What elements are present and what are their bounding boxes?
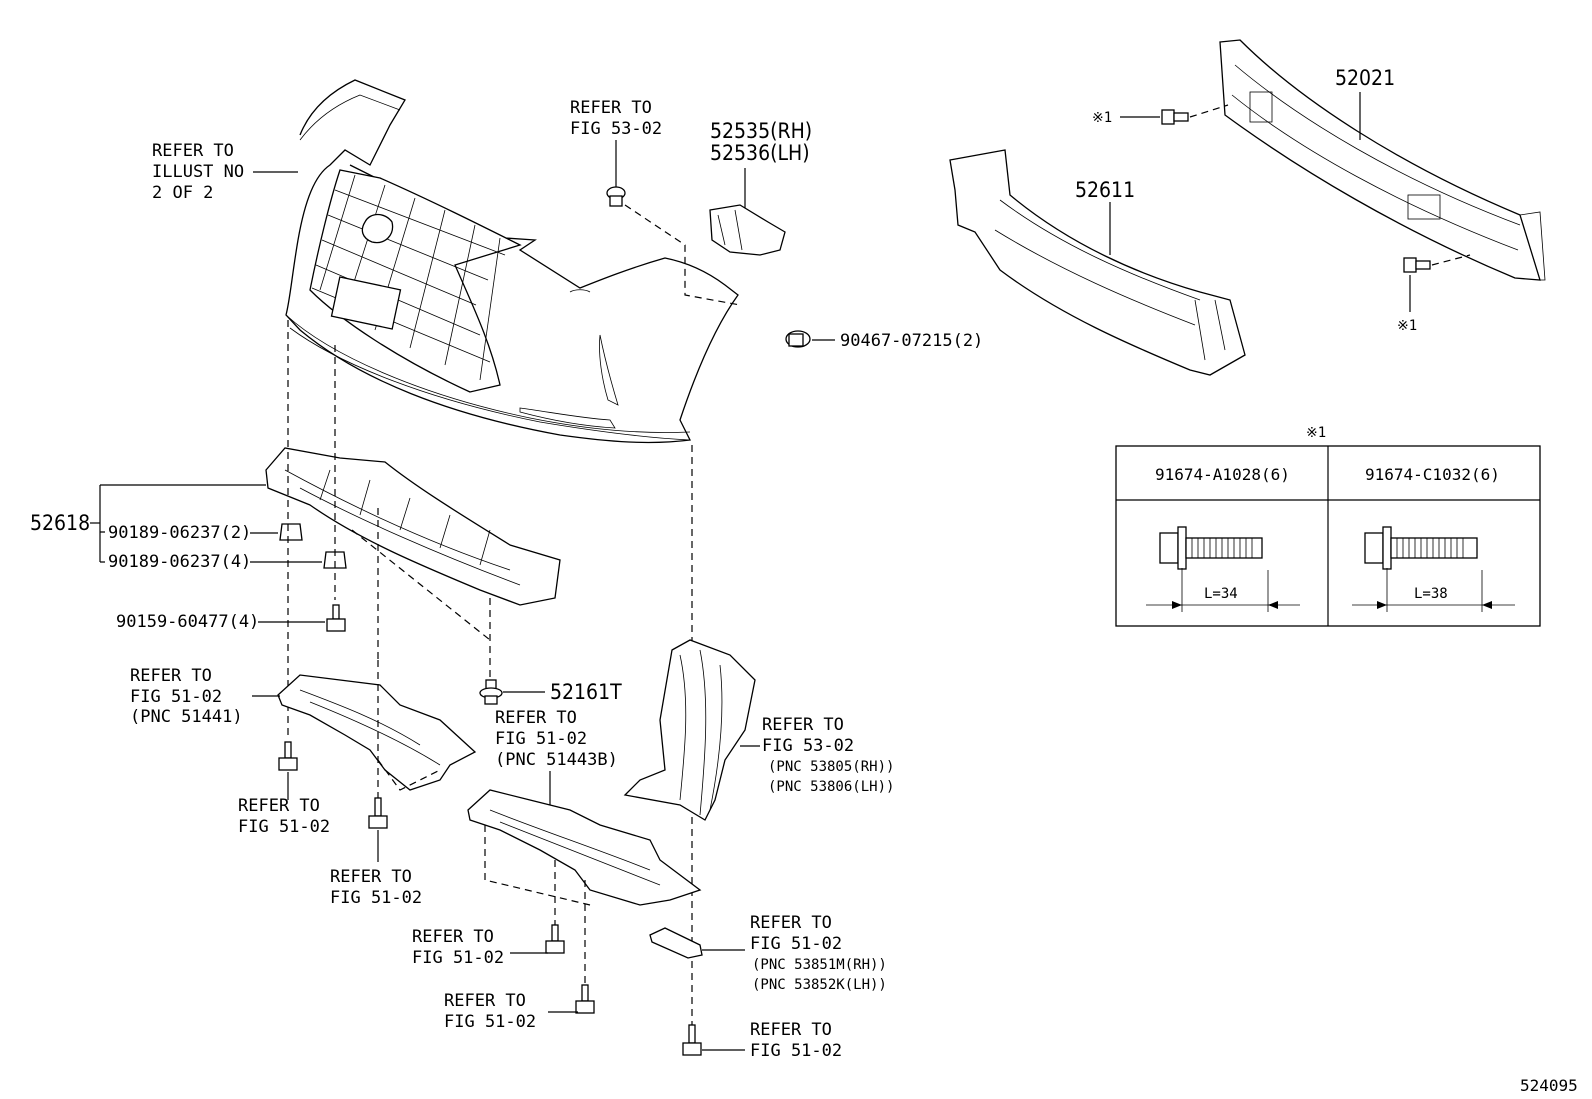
bolt-diagram-1 <box>1146 526 1300 612</box>
diagram-id: 524095 <box>1520 1076 1578 1095</box>
table-col2-length: L=38 <box>1414 586 1448 602</box>
refer-53851-label: REFER TO FIG 51-02 (PNC 53851M(RH)) (PNC… <box>750 913 897 993</box>
bolt-4-part <box>575 984 595 1014</box>
part-52611-label: 52611 <box>1075 178 1135 202</box>
refer-bolt-4-label: REFER TO FIG 51-02 <box>444 991 536 1032</box>
part-52535-label: 52535(RH) <box>710 119 812 143</box>
bumper-cover-drawing <box>285 79 739 444</box>
bolt-diagram-2 <box>1352 526 1515 612</box>
clip-52161t-part <box>479 679 503 705</box>
refer-bolt-2-label: REFER TO FIG 51-02 <box>330 867 422 908</box>
absorber-52611-part <box>949 149 1246 376</box>
refer-bolt-3-label: REFER TO FIG 51-02 <box>412 927 504 968</box>
bolt-3-part <box>545 924 565 954</box>
mark1-bottom-label: ※1 <box>1397 318 1417 334</box>
screw-90159-part <box>326 604 346 632</box>
bolt-1-part <box>278 741 298 771</box>
bolt-2-part <box>368 797 388 829</box>
part-52536-label: 52536(LH) <box>710 141 810 165</box>
bolt-table <box>1115 445 1541 627</box>
part-52618-label: 52618 <box>30 511 90 535</box>
refer-51443b-label: REFER TO FIG 51-02 (PNC 51443B) <box>495 708 618 770</box>
bracket-53851-part <box>649 927 703 959</box>
mark1-top-label: ※1 <box>1092 110 1112 126</box>
part-90159-label: 90159-60477(4) <box>116 612 259 632</box>
bolt-bottom-part <box>1403 257 1431 273</box>
bolt-top-part <box>1161 109 1189 125</box>
refer-53805-label: REFER TO FIG 53-02 (PNC 53805(RH)) (PNC … <box>762 715 905 795</box>
clip-part <box>606 186 626 207</box>
lower-panel-52618-part <box>265 447 561 606</box>
clip-90189-b-part <box>323 551 347 569</box>
bracket-52535-part <box>709 204 786 256</box>
table-col1-header: 91674-A1028(6) <box>1155 465 1290 484</box>
refer-bolt-5-label: REFER TO FIG 51-02 <box>750 1020 842 1061</box>
bolt-5-part <box>682 1024 702 1056</box>
refer-bolt-1-label: REFER TO FIG 51-02 <box>238 796 330 837</box>
refer-51441-label: REFER TO FIG 51-02 (PNC 51441) <box>130 666 243 727</box>
under-cover-51441-part <box>277 674 477 791</box>
mark1-table-label: ※1 <box>1306 425 1326 441</box>
refer-fig-53-02-top-label: REFER TO FIG 53-02 <box>570 98 662 139</box>
under-cover-51443b-part <box>467 789 702 906</box>
reinforcement-52021-part <box>1219 39 1546 281</box>
part-90467-label: 90467-07215(2) <box>840 331 983 351</box>
clip-90189-a-part <box>279 523 303 541</box>
fender-liner-part <box>623 639 756 821</box>
part-90189-b-label: 90189-06237(4) <box>108 552 251 572</box>
clip-90467-part <box>785 330 811 348</box>
part-52021-label: 52021 <box>1335 66 1395 90</box>
refer-illust-label: REFER TO ILLUST NO 2 OF 2 <box>152 141 254 203</box>
table-col2-header: 91674-C1032(6) <box>1365 465 1500 484</box>
part-90189-a-label: 90189-06237(2) <box>108 523 251 543</box>
table-col1-length: L=34 <box>1204 586 1238 602</box>
part-52161t-label: 52161T <box>550 680 622 704</box>
